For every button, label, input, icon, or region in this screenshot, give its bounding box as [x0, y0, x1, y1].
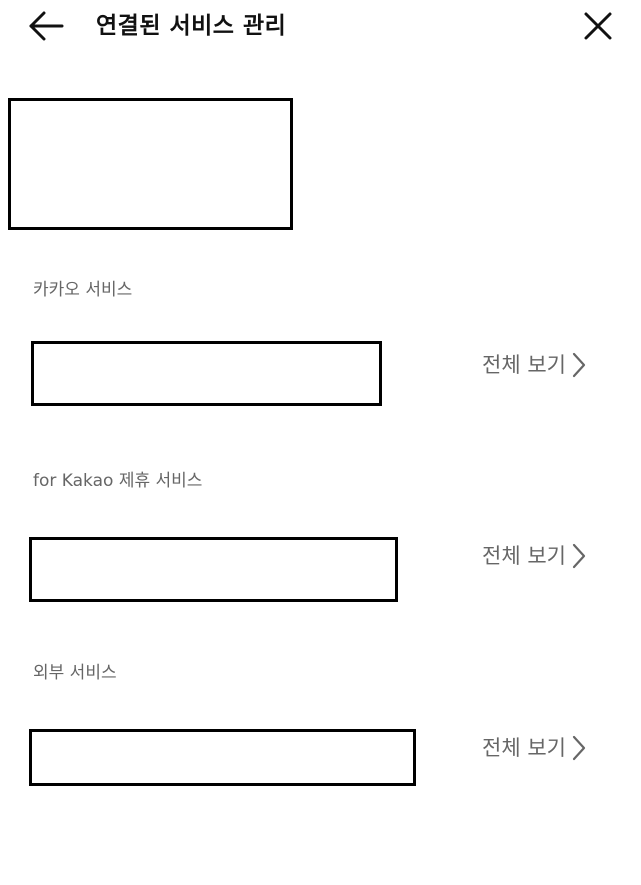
view-all-kakao-services-button[interactable]: 전체 보기 — [482, 350, 586, 380]
view-all-partner-services-button[interactable]: 전체 보기 — [482, 541, 586, 571]
view-all-label: 전체 보기 — [482, 736, 566, 760]
profile-redacted-box — [8, 98, 293, 230]
partner-services-redacted-box — [29, 537, 398, 602]
arrow-left-icon — [29, 11, 64, 41]
chevron-right-icon — [572, 543, 586, 569]
chevron-right-icon — [572, 352, 586, 378]
kakao-services-redacted-box — [31, 341, 382, 406]
section-label-external-services: 외부 서비스 — [33, 663, 117, 683]
view-all-label: 전체 보기 — [482, 353, 566, 377]
page-title: 연결된 서비스 관리 — [96, 13, 287, 39]
close-button[interactable] — [578, 6, 618, 46]
chevron-right-icon — [572, 735, 586, 761]
back-button[interactable] — [26, 6, 66, 46]
view-all-external-services-button[interactable]: 전체 보기 — [482, 733, 586, 763]
section-label-partner-services: for Kakao 제휴 서비스 — [33, 471, 203, 491]
top-app-bar: 연결된 서비스 관리 — [0, 0, 641, 52]
close-icon — [584, 12, 612, 40]
view-all-label: 전체 보기 — [482, 544, 566, 568]
section-label-kakao-services: 카카오 서비스 — [33, 280, 133, 300]
external-services-redacted-box — [29, 729, 416, 786]
